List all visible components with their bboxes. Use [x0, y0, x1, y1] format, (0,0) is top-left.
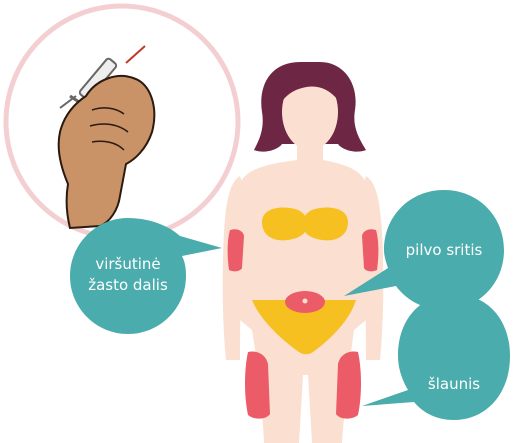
thigh-label: šlaunis: [400, 374, 508, 395]
abdomen-label: pilvo sritis: [386, 240, 502, 261]
injection-inset: [6, 6, 238, 238]
left-thigh-injection-zone: [245, 352, 270, 419]
left-upper-arm-injection-zone: [228, 229, 244, 271]
right-upper-arm-injection-zone: [362, 229, 378, 271]
navel: [303, 299, 308, 304]
upper-arm-label: viršutinė žasto dalis: [72, 254, 184, 296]
woman-figure: [223, 62, 384, 443]
thigh-bubble: [362, 294, 510, 420]
right-thigh-injection-zone: [336, 352, 361, 419]
